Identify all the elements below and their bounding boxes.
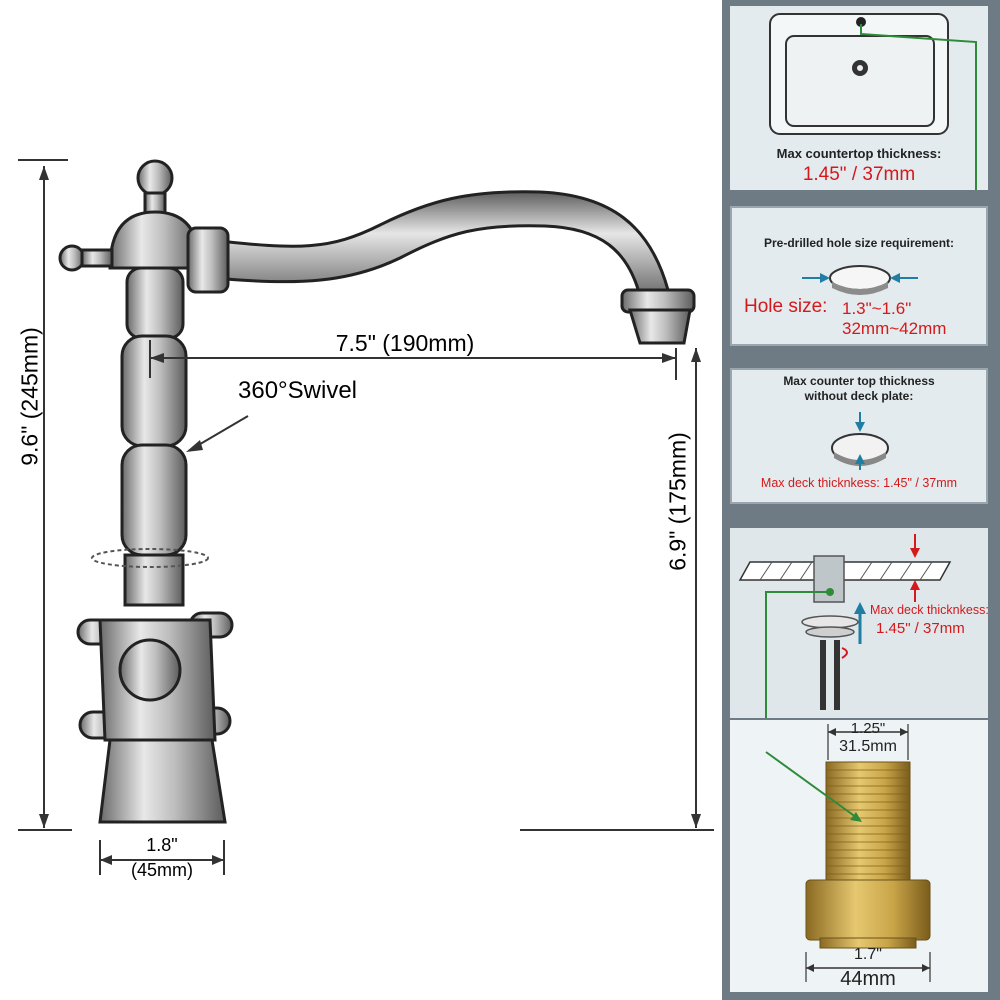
- valve-disc: [118, 638, 182, 702]
- countertop-panel: Max countertop thickness: 1.45" / 37mm: [730, 6, 988, 196]
- no-deck-panel: Max counter top thickness without deck p…: [730, 368, 988, 504]
- base: [98, 738, 227, 824]
- brass-shank-illustration: [765, 724, 931, 982]
- hole-size-in: 1.3"~1.6": [842, 299, 912, 318]
- shank-panel: 1.25" 31.5mm 1.7" 44mm: [730, 720, 988, 992]
- base-width-in-label: 1.8": [146, 835, 178, 855]
- installation-info-column: Max countertop thickness: 1.45" / 37mm P…: [722, 0, 1000, 1000]
- shank-top-mm: 31.5mm: [839, 738, 897, 755]
- faucet-dimension-drawing: 9.6" (245mm) 7.5" (190mm) 360°Swivel 6.9…: [0, 100, 720, 885]
- finial-ball: [136, 159, 174, 197]
- install-label-2: 1.45" / 37mm: [876, 620, 965, 637]
- column-neck: [123, 553, 185, 607]
- swivel-ring: [91, 548, 209, 568]
- install-panel: Max deck thicknkess: 1.45" / 37mm: [730, 528, 989, 764]
- sink-illustration: [769, 13, 977, 196]
- install-label-1: Max deck thicknkess:: [870, 603, 989, 617]
- base-width-mm-label: (45mm): [131, 860, 193, 880]
- spout-nozzle: [627, 308, 692, 345]
- shank-bottom-mm: 44mm: [840, 968, 896, 990]
- hole-size-title: Pre-drilled hole size requirement:: [763, 236, 955, 250]
- side-knob: [58, 244, 86, 272]
- install-illustration: [738, 534, 952, 764]
- column-low: [120, 443, 188, 557]
- shank-top-in: 1.25": [850, 720, 886, 737]
- faucet-svg: [18, 159, 714, 875]
- column-top: [125, 266, 185, 340]
- hole-size-mm: 32mm~42mm: [842, 319, 947, 338]
- hole-illustration: [802, 265, 918, 295]
- hole-size-panel: Pre-drilled hole size requirement: Hole …: [730, 206, 988, 346]
- column-mid: [120, 334, 188, 448]
- countertop-value: 1.45" / 37mm: [802, 164, 916, 185]
- no-deck-value: Max deck thicknkess: 1.45" / 37mm: [760, 476, 958, 490]
- shank-bottom-in: 1.7": [854, 946, 882, 963]
- reach-label: 7.5" (190mm): [335, 330, 475, 356]
- height-label: 9.6" (245mm): [16, 327, 43, 466]
- swivel-label: 360°Swivel: [238, 377, 357, 404]
- deck-hole-illustration: [831, 412, 889, 470]
- spout-height-label: 6.9" (175mm): [664, 432, 691, 571]
- hole-size-label: Hole size:: [744, 296, 828, 317]
- countertop-title: Max countertop thickness:: [776, 146, 942, 161]
- no-deck-title-1: Max counter top thickness: [783, 374, 935, 388]
- no-deck-title-2: without deck plate:: [804, 389, 914, 403]
- spout-shape: [208, 190, 670, 298]
- collar: [186, 226, 230, 294]
